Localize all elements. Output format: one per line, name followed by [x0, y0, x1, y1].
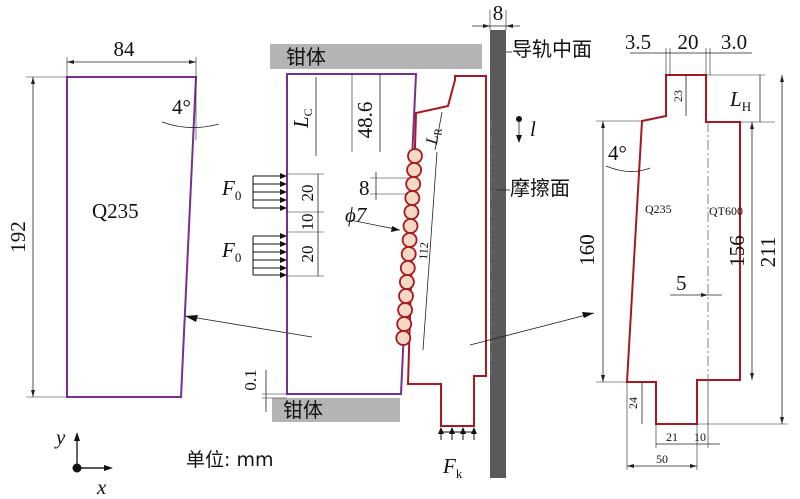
axis-x-label: x [96, 475, 107, 499]
dim-10-bottom: 10 [694, 430, 706, 444]
height-dim-192: 192 [6, 221, 30, 253]
right-angle-4deg: 4° [608, 141, 627, 165]
dim-156: 156 [725, 235, 749, 267]
ball [404, 190, 421, 206]
fk-label: Fk [442, 454, 463, 481]
axis-y-label: y [54, 425, 66, 449]
f0-label-lower: F0 [221, 238, 241, 265]
dim-10: 10 [298, 214, 317, 231]
dim-160: 160 [575, 234, 599, 266]
lh-label: LH [729, 87, 751, 114]
lc-label: LC [289, 108, 315, 129]
ball [395, 330, 412, 346]
left-angle-4deg: 4° [172, 95, 191, 119]
ball [406, 162, 423, 178]
dim-20-lower: 20 [298, 246, 317, 263]
dim-3-5: 3.5 [625, 30, 651, 54]
clamp-block-top [270, 44, 482, 69]
dim-0-1: 0.1 [241, 369, 260, 390]
rail-center-label: 导轨中面 [512, 37, 592, 61]
right-material-qt600: QT600 [709, 204, 743, 218]
dim-48-6: 48.6 [353, 102, 377, 139]
dim-3-0: 3.0 [721, 30, 747, 54]
dim-20-top: 20 [678, 30, 699, 54]
coordinate-axes: y x [54, 425, 113, 499]
dim-23: 23 [671, 90, 685, 102]
l-label: l [530, 117, 536, 141]
unit-label: 单位: mm [186, 449, 273, 471]
dim-50: 50 [656, 452, 668, 466]
ball [397, 302, 414, 318]
middle-pad-outline [286, 73, 418, 395]
left-material-q235: Q235 [92, 199, 139, 223]
dim-20-upper: 20 [298, 185, 317, 202]
right-profile [625, 74, 741, 425]
right-angle-arc [605, 165, 651, 172]
ball [398, 288, 414, 304]
left-pointer-arrow [184, 315, 313, 338]
dim-21: 21 [666, 430, 678, 444]
f0-arrows-upper [252, 173, 287, 211]
lr-label: LR [422, 126, 445, 147]
clamp-top-label: 钳体 [286, 45, 326, 69]
f0-arrows-lower [252, 233, 287, 278]
ball-column [395, 148, 423, 346]
middle-assembly: 钳体 钳体 8 导轨中面 l 摩擦面 48.6 LC [221, 1, 592, 481]
ball [401, 232, 418, 248]
clamp-bottom-label: 钳体 [283, 398, 323, 422]
friction-face-label: 摩擦面 [510, 176, 570, 200]
dim-211: 211 [756, 237, 780, 268]
rail-width-8: 8 [493, 1, 504, 25]
fk-arrows [438, 427, 477, 440]
left-pad-outline [66, 76, 198, 398]
ball [396, 316, 413, 332]
left-pad: 84 192 4° Q235 [6, 37, 220, 398]
f0-label-upper: F0 [221, 176, 241, 203]
ball [403, 204, 420, 220]
ball [398, 274, 415, 290]
ball [402, 218, 419, 234]
width-dim-84: 84 [114, 37, 136, 61]
dim-8: 8 [359, 176, 370, 200]
caliper-profile [406, 75, 487, 427]
dim-phi7: ϕ7 [345, 203, 368, 227]
angle-arc [161, 121, 220, 128]
dim-5: 5 [676, 271, 687, 295]
ball [400, 246, 417, 262]
right-material-q235: Q235 [645, 202, 672, 216]
dim-24: 24 [626, 397, 640, 409]
ball [407, 148, 423, 164]
ball [399, 260, 416, 276]
dim-112: 112 [416, 242, 431, 260]
guide-rail [490, 30, 506, 478]
right-detail: 3.5 20 3.0 23 LH 4° Q235 QT600 160 156 [575, 30, 788, 470]
origin-dot [72, 463, 82, 473]
clamp-block-bottom [272, 398, 400, 422]
ball [405, 176, 422, 192]
right-pointer-arrow [469, 312, 595, 346]
